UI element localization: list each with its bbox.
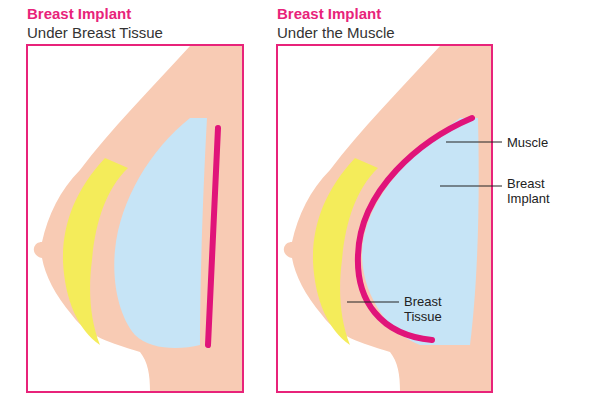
part-label: Muscle [507,135,587,150]
muscle [208,128,218,345]
panel-heading: Breast ImplantUnder Breast Tissue [27,4,163,42]
leader-line [446,142,502,143]
panel-title: Breast Implant [27,4,163,23]
implant [114,118,207,348]
right-panel [277,45,502,392]
left-panel [27,45,243,392]
panel-subtitle: Under Breast Tissue [27,23,163,42]
panel-subtitle: Under the Muscle [277,23,395,42]
muscle [358,118,472,340]
leader-line [347,302,399,303]
panel-title: Breast Implant [277,4,395,23]
part-label: Breast Implant [507,176,569,206]
part-label: Breast Tissue [404,294,464,324]
leader-line [440,186,502,187]
panel-heading: Breast ImplantUnder the Muscle [277,4,395,42]
